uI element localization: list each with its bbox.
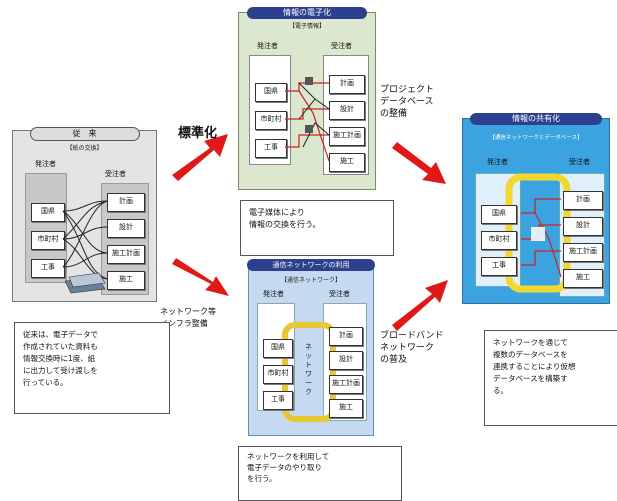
panel-subtitle: 【紙の交換】: [66, 145, 103, 152]
orderer-box: 工事: [263, 391, 293, 410]
contractor-box: 施工計画: [329, 375, 363, 394]
contractor-box: 設計: [329, 351, 363, 370]
contractor-box: 施工: [107, 271, 145, 290]
label-standardization: 標準化: [178, 126, 218, 141]
arrow-broadband: [392, 280, 448, 331]
label-broadband: ブロードバンド ネットワーク の普及: [380, 331, 444, 365]
disk-icon: [305, 125, 313, 133]
contractor-box: 設計: [329, 101, 365, 120]
contractor-label: 受注者: [105, 170, 126, 178]
label-project-db: プロジェクト データベース の整備: [380, 85, 435, 119]
contractor-box: 施工: [563, 269, 603, 288]
label-network-infra: ネットワーク等 インフラ整備: [160, 307, 216, 328]
contractor-box: 設計: [107, 219, 145, 238]
orderer-box: 国県: [255, 83, 287, 102]
panel-title: 従 来: [29, 127, 140, 141]
orderer-box: 市町村: [255, 111, 287, 130]
orderer-label: 発注者: [35, 160, 56, 168]
contractor-box: 施工計画: [563, 243, 603, 262]
panel-subtitle: 【通信ネットワーク】: [280, 277, 341, 284]
orderer-box: 国県: [263, 339, 293, 358]
contractor-label: 受注者: [329, 290, 350, 298]
orderer-label: 発注者: [487, 158, 508, 166]
orderer-label: 発注者: [263, 290, 284, 298]
orderer-box: 国県: [31, 203, 65, 222]
contractor-box: 計画: [329, 327, 363, 346]
note-shared: ネットワークを通じて 複数のデータベースを 連携することにより仮想 データベース…: [484, 330, 617, 426]
orderer-box: 工事: [31, 259, 65, 278]
panel-subtitle: 【通信ネットワークとデータベース】: [489, 135, 583, 141]
panel-digital: 情報の電子化 【電子情報】 発注者 受注者 国県 市町村 工事 計画 設計 施工…: [238, 7, 376, 190]
paper-exchange-lines: [62, 200, 108, 294]
contractor-label: 受注者: [331, 42, 352, 50]
panel-current: 従 来 【紙の交換】 発注者 受注者 国県 市町村 工事 計画 設計 施工計画 …: [12, 127, 157, 302]
database-icon: [531, 227, 545, 241]
contractor-label: 受注者: [569, 158, 590, 166]
orderer-box: 市町村: [481, 231, 517, 250]
contractor-box: 設計: [563, 217, 603, 236]
orderer-box: 国県: [481, 205, 517, 224]
orderer-box: 市町村: [263, 365, 293, 384]
orderer-box: 工事: [481, 257, 517, 276]
contractor-box: 計画: [329, 75, 365, 94]
contractor-box: 計画: [563, 191, 603, 210]
arrow-project-db: [392, 142, 446, 184]
panel-shared: 情報の共有化 【通信ネットワークとデータベース】 発注者 受注者 国県 市町村 …: [462, 113, 610, 304]
contractor-box: 施工: [329, 399, 363, 418]
arrow-network-infra: [172, 258, 229, 296]
orderer-label: 発注者: [257, 42, 278, 50]
contractor-box: 計画: [107, 193, 145, 212]
contractor-box: 施工計画: [329, 127, 365, 146]
contractor-box: 施工: [329, 153, 365, 172]
disk-icon: [305, 77, 313, 85]
panel-title: 情報の電子化: [247, 7, 367, 19]
network-label: ネットワーク: [305, 343, 312, 396]
media-exchange-lines: [285, 77, 330, 162]
note-digital: 電子媒体により 情報の交換を行う。: [240, 200, 394, 256]
panel-network: 通信ネットワークの利用 【通信ネットワーク】 発注者 受注者 ネットワーク 国県…: [247, 259, 375, 436]
orderer-box: 工事: [255, 139, 287, 158]
panel-subtitle: 【電子情報】: [288, 23, 325, 30]
note-current: 従来は、電子データで 作成されていた資料も 情報交換時に1度、紙 に出力して受け…: [14, 322, 170, 414]
contractor-box: 施工計画: [107, 245, 145, 264]
note-network: ネットワークを利用して 電子データのやり取り を行う。: [238, 446, 402, 501]
arrow-standardization: [172, 134, 228, 181]
panel-title: 通信ネットワークの利用: [247, 259, 375, 271]
panel-title: 情報の共有化: [470, 113, 602, 125]
